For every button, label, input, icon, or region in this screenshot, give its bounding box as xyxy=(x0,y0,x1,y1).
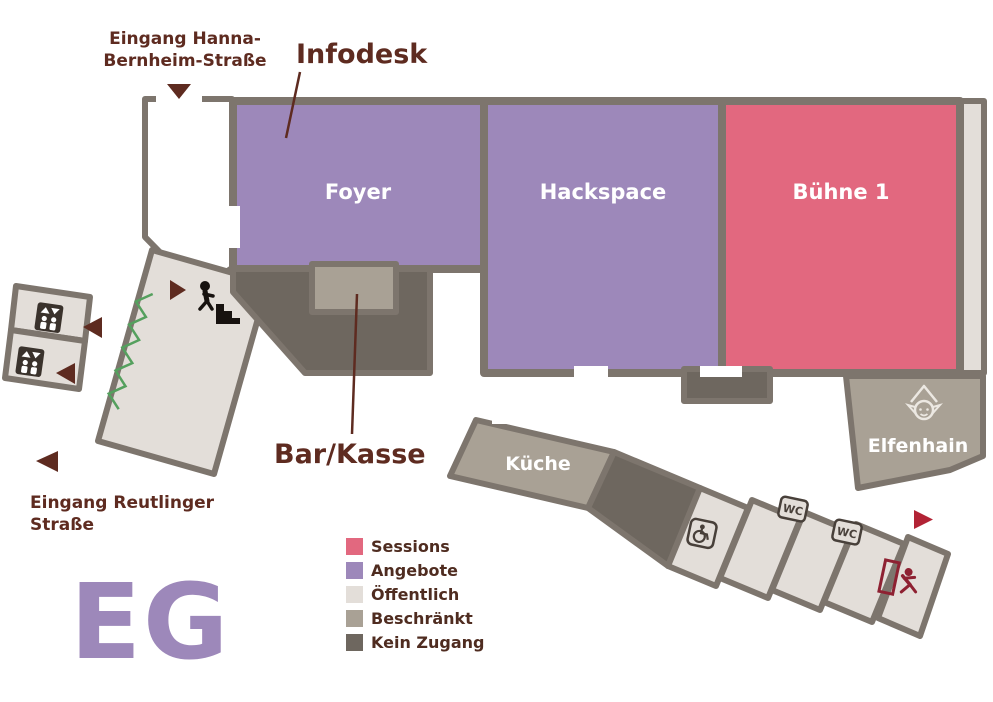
label-entrance-reutlinger-line2: Straße xyxy=(30,515,94,535)
label-entrance-hanna-line2: Bernheim-Straße xyxy=(103,51,266,71)
stairs-exit-icon xyxy=(198,281,240,324)
legend: Sessions Angebote Öffentlich Beschränkt … xyxy=(346,537,485,652)
label-bar-kasse: Bar/Kasse xyxy=(274,439,426,470)
legend-label-beschraenkt: Beschränkt xyxy=(371,609,473,628)
elevator-icon xyxy=(15,346,45,377)
entrance-arrow-elevator-2 xyxy=(56,363,75,384)
legend-swatch-angebote xyxy=(346,562,363,579)
label-infodesk: Infodesk xyxy=(296,39,428,70)
label-room-kueche: Küche xyxy=(505,453,571,475)
bar-kasse-block xyxy=(309,261,399,315)
direction-arrow-stairs xyxy=(170,280,186,300)
entrance-arrow-elevator-1 xyxy=(83,317,102,338)
wc-sign: WC xyxy=(831,518,863,546)
legend-swatch-oeffentlich xyxy=(346,586,363,603)
wc-label: WC xyxy=(836,525,858,542)
door-gap xyxy=(492,413,518,424)
legend-item-beschraenkt: Beschränkt xyxy=(346,609,473,628)
label-room-elfenhain: Elfenhain xyxy=(868,435,969,457)
legend-swatch-sessions xyxy=(346,538,363,555)
room-corridor-bottom xyxy=(821,521,907,625)
legend-swatch-kein-zugang xyxy=(346,634,363,651)
wc-label: WC xyxy=(782,502,804,519)
legend-item-sessions: Sessions xyxy=(346,537,450,556)
label-entrance-hanna-line1: Eingang Hanna- xyxy=(109,29,261,49)
stair-wing xyxy=(95,247,271,477)
door-gap xyxy=(700,366,742,377)
bar-kasse-callout-line xyxy=(350,293,359,435)
label-room-hackspace: Hackspace xyxy=(540,180,667,204)
label-room-foyer: Foyer xyxy=(325,180,392,204)
door-gap xyxy=(227,206,240,248)
entrance-arrow-top xyxy=(167,84,191,99)
legend-item-kein-zugang: Kein Zugang xyxy=(346,633,485,652)
infodesk-callout-line xyxy=(284,71,302,139)
elevator-icon xyxy=(34,302,64,333)
label-room-buehne-1: Bühne 1 xyxy=(792,180,889,204)
label-entrance-reutlinger-line1: Eingang Reutlinger xyxy=(30,493,215,513)
room-elfenhain xyxy=(843,373,986,491)
floor-label: EG xyxy=(70,561,230,683)
door-gap xyxy=(574,366,608,377)
legend-label-sessions: Sessions xyxy=(371,537,450,556)
wheelchair-icon xyxy=(686,517,718,550)
legend-label-oeffentlich: Öffentlich xyxy=(371,585,459,604)
legend-label-angebote: Angebote xyxy=(371,561,458,580)
legend-item-angebote: Angebote xyxy=(346,561,458,580)
room-foyer xyxy=(229,97,488,273)
legend-swatch-beschraenkt xyxy=(346,610,363,627)
elf-icon xyxy=(905,384,943,421)
exit-arrow xyxy=(914,510,933,529)
entrance-arrow-reutlinger xyxy=(36,451,58,472)
wc-sign: WC xyxy=(777,495,809,523)
room-hackspace xyxy=(480,97,726,377)
emergency-exit-icon xyxy=(877,558,918,596)
room-buehne-1 xyxy=(718,97,964,377)
legend-item-oeffentlich: Öffentlich xyxy=(346,585,459,604)
legend-label-kein-zugang: Kein Zugang xyxy=(371,633,485,652)
plants-icon xyxy=(106,292,154,410)
